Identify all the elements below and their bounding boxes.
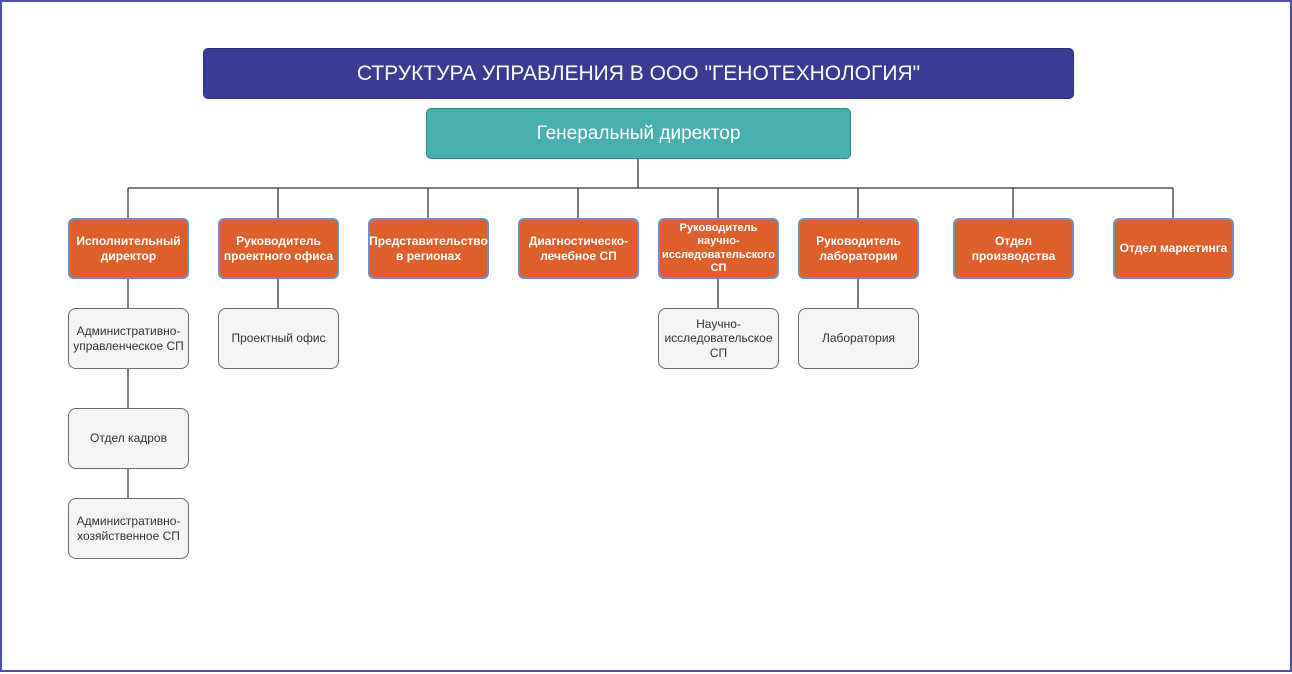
dept-production: Отдел производства xyxy=(953,218,1074,279)
dept-marketing: Отдел маркетинга xyxy=(1113,218,1234,279)
unit-hr-department: Отдел кадров xyxy=(68,408,189,469)
unit-laboratory: Лаборатория xyxy=(798,308,919,369)
unit-admin-economic: Административно-хозяйственное СП xyxy=(68,498,189,559)
dept-laboratory-head: Руководитель лаборатории xyxy=(798,218,919,279)
dept-executive-director: Исполнительный директор xyxy=(68,218,189,279)
dept-project-office-head: Руководитель проектного офиса xyxy=(218,218,339,279)
unit-project-office: Проектный офис xyxy=(218,308,339,369)
unit-admin-management: Административно-управленческое СП xyxy=(68,308,189,369)
dept-research-head: Руководитель научно-исследовательского С… xyxy=(658,218,779,279)
chart-title: СТРУКТУРА УПРАВЛЕНИЯ В ООО "ГЕНОТЕХНОЛОГ… xyxy=(203,48,1074,99)
dept-diagnostic-treatment: Диагностическо-лечебное СП xyxy=(518,218,639,279)
unit-research: Научно-исследовательское СП xyxy=(658,308,779,369)
dept-regional-representation: Представительство в регионах xyxy=(368,218,489,279)
general-director-box: Генеральный директор xyxy=(426,108,851,159)
